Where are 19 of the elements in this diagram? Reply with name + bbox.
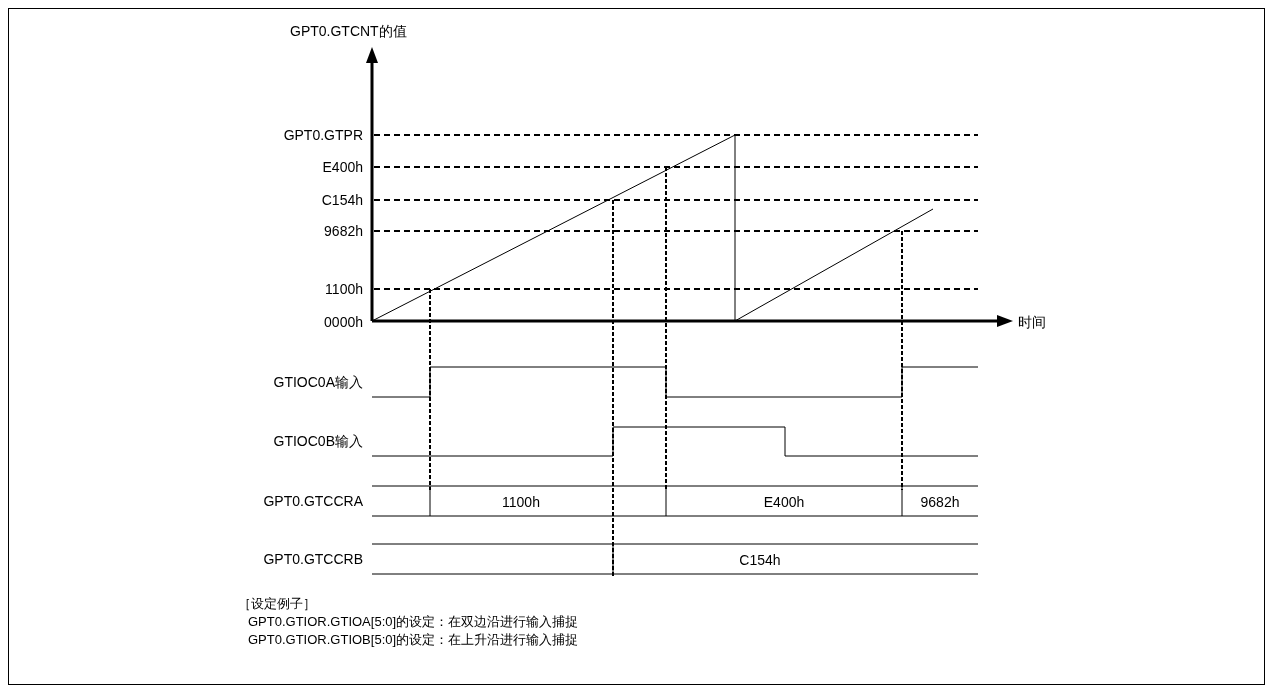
axis-tick-label: 1100h [325, 281, 363, 297]
register-value: E400h [763, 494, 805, 510]
axis-tick-label: E400h [322, 159, 363, 175]
signal-name: GTIOC0A输入 [273, 374, 363, 390]
signal-name: GTIOC0B输入 [273, 433, 363, 449]
axis-tick-label: 9682h [324, 223, 363, 239]
axis-tick-label: C154h [321, 192, 363, 208]
axis-title: 时间 [1018, 314, 1046, 330]
signal-name: GPT0.GTCCRA [263, 493, 363, 509]
axis-title: GPT0.GTCNT的值 [290, 23, 407, 39]
axis-tick-label: 0000h [324, 314, 363, 330]
register-value: C154h [739, 552, 781, 568]
note-text: GPT0.GTIOR.GTIOB[5:0]的设定：在上升沿进行输入捕捉 [248, 632, 579, 648]
signal-name: GPT0.GTCCRB [263, 551, 363, 567]
register-value: 9682h [920, 494, 960, 510]
axis-tick-label: GPT0.GTPR [283, 127, 363, 143]
register-value: 1100h [502, 494, 540, 510]
note-heading: ［设定例子］ [238, 596, 316, 612]
note-text: GPT0.GTIOR.GTIOA[5:0]的设定：在双边沿进行输入捕捉 [248, 614, 579, 630]
